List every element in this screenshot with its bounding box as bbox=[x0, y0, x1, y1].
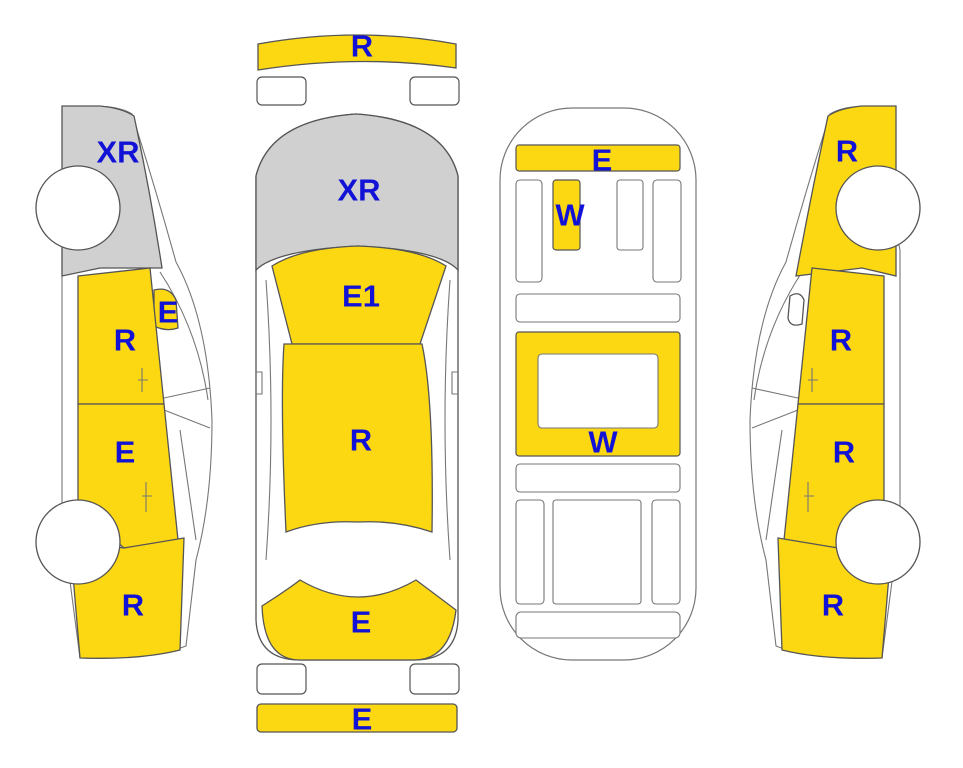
windshield-panel bbox=[271, 245, 447, 345]
label-right-front-door: R bbox=[830, 323, 852, 358]
top-view bbox=[255, 34, 460, 733]
label-left-rear-door: E bbox=[115, 435, 136, 470]
rear-seat-left bbox=[515, 499, 545, 605]
left-front-wheel bbox=[35, 165, 121, 251]
top-side-lines bbox=[256, 279, 458, 561]
dashboard-panel bbox=[515, 144, 681, 172]
seat-left-outer bbox=[515, 179, 543, 283]
rear-bench bbox=[515, 463, 681, 493]
label-right-rear-door: R bbox=[833, 435, 855, 470]
seat-panel bbox=[552, 179, 581, 251]
label-windshield: E1 bbox=[342, 279, 380, 314]
rear-seat-right bbox=[651, 499, 681, 605]
label-right-top: R bbox=[836, 134, 858, 169]
headlight-right bbox=[409, 76, 460, 106]
label-roof: R bbox=[350, 423, 372, 458]
floor-insert bbox=[537, 353, 659, 429]
right-rear-wheel bbox=[835, 499, 921, 585]
left-front-handle bbox=[138, 368, 148, 392]
seat-right-outer bbox=[652, 179, 682, 283]
hood-panel bbox=[255, 113, 459, 272]
label-front-bumper: R bbox=[351, 29, 373, 64]
left-rear-wheel bbox=[35, 499, 121, 585]
roof-panel bbox=[281, 343, 433, 533]
right-front-handle bbox=[808, 368, 818, 392]
rear-window-panel bbox=[261, 579, 457, 661]
console-box bbox=[616, 179, 644, 251]
label-left-pillar: E bbox=[158, 295, 179, 330]
right-front-wheel bbox=[835, 165, 921, 251]
right-window-line bbox=[751, 271, 803, 541]
taillight-right bbox=[409, 663, 460, 695]
trunk-strip bbox=[515, 611, 681, 639]
right-rear-handle bbox=[804, 482, 814, 512]
right-side-view bbox=[749, 105, 921, 659]
label-left-front-door: R bbox=[114, 323, 136, 358]
label-int-floor: W bbox=[588, 425, 618, 460]
label-right-rear: R bbox=[822, 588, 844, 623]
label-rear-window: E bbox=[351, 605, 372, 640]
label-rear-bumper: E bbox=[352, 702, 373, 737]
label-left-top: XR bbox=[96, 135, 139, 170]
label-int-dashboard: E bbox=[592, 143, 613, 178]
label-hood: XR bbox=[337, 173, 380, 208]
damage-labels: XR E R E R R XR E1 R E E E W W R R R R bbox=[96, 29, 858, 737]
rear-bumper-panel bbox=[256, 703, 458, 733]
interior-view bbox=[499, 107, 697, 661]
left-window-line bbox=[159, 271, 211, 541]
left-pillar-panel bbox=[153, 288, 179, 331]
headlight-left bbox=[256, 76, 307, 106]
taillight-left bbox=[256, 663, 307, 695]
rear-seat-center bbox=[552, 499, 642, 605]
left-rear-handle bbox=[142, 482, 152, 512]
right-mirror bbox=[787, 293, 805, 326]
front-bumper-panel bbox=[257, 34, 457, 71]
front-bench bbox=[515, 293, 681, 323]
label-left-rear: R bbox=[122, 588, 144, 623]
left-side-view bbox=[35, 105, 213, 659]
label-int-seat: W bbox=[555, 198, 585, 233]
